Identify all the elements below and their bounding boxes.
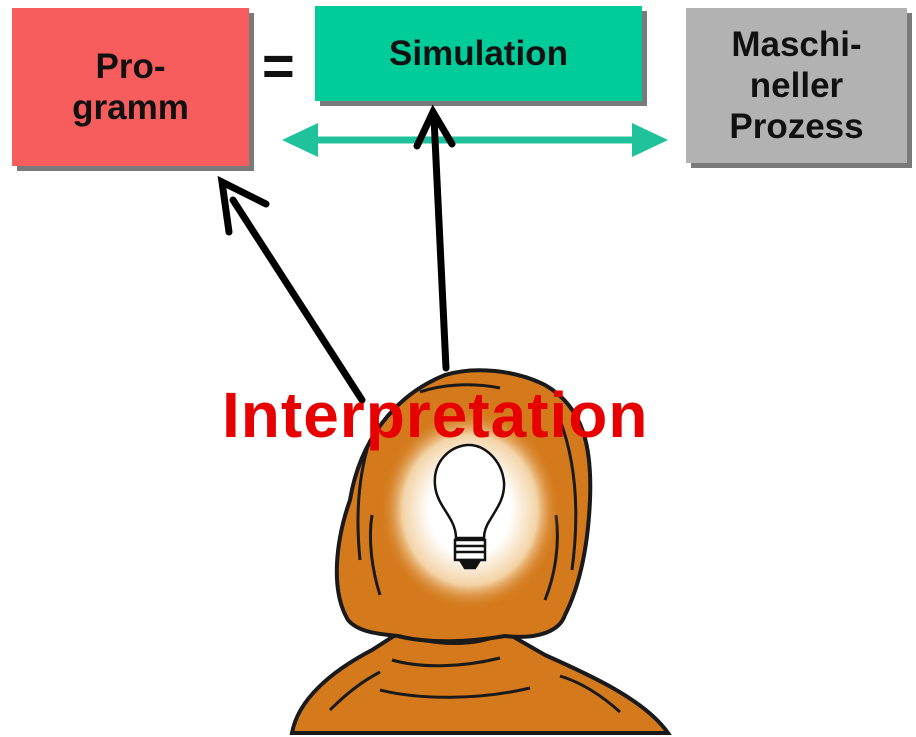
programm-box: Pro- gramm bbox=[12, 8, 249, 166]
double-arrow-icon bbox=[282, 123, 668, 157]
maschineller-prozess-label: Maschi- neller Prozess bbox=[729, 24, 864, 147]
programm-label: Pro- gramm bbox=[72, 46, 189, 127]
light-bulb-icon bbox=[433, 443, 506, 570]
simulation-label: Simulation bbox=[389, 33, 568, 73]
maschineller-prozess-box: Maschi- neller Prozess bbox=[686, 8, 907, 163]
simulation-box: Simulation bbox=[315, 6, 642, 101]
interpretation-label: Interpretation bbox=[222, 379, 649, 451]
arrow-to-programm-icon bbox=[217, 175, 366, 404]
equals-sign: = bbox=[262, 34, 295, 97]
arrow-to-simulation-icon bbox=[413, 104, 456, 372]
